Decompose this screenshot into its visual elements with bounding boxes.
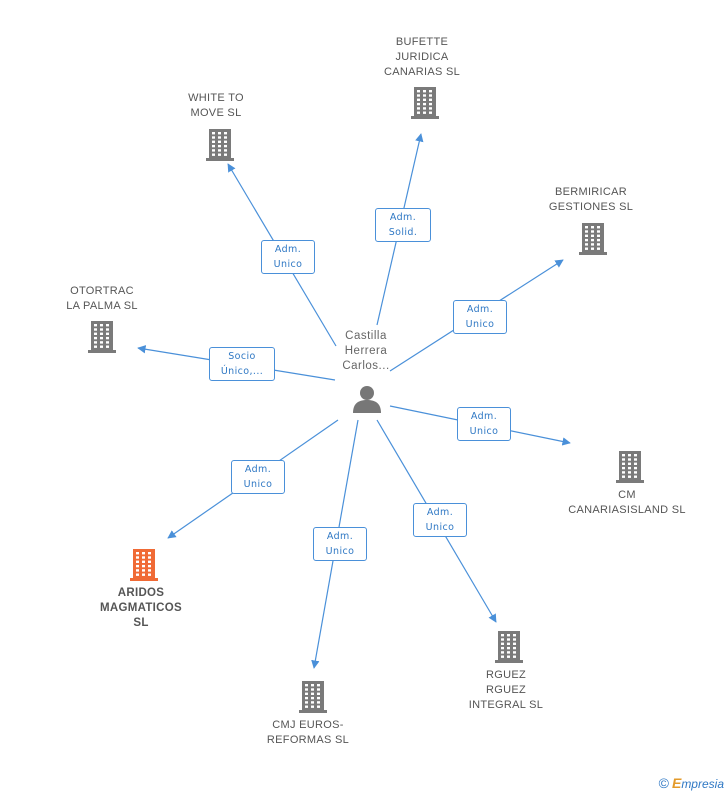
center-person-name[interactable]: Castilla Herrera Carlos... bbox=[342, 330, 390, 372]
building-icon[interactable] bbox=[129, 548, 159, 587]
role-badge-white-to-move: Adm. Unico bbox=[261, 240, 315, 274]
building-icon[interactable] bbox=[615, 450, 645, 489]
company-name-bufette[interactable]: BUFETTE JURIDICA CANARIAS SL bbox=[383, 36, 461, 78]
company-name-white-to-move[interactable]: WHITE TO MOVE SL bbox=[188, 92, 244, 119]
building-icon[interactable] bbox=[205, 128, 235, 167]
brand-name[interactable]: mpresia bbox=[681, 777, 724, 791]
role-badge-rguez: Adm. Unico bbox=[413, 503, 467, 537]
role-badge-cm-canariasisland: Adm. Unico bbox=[457, 407, 511, 441]
company-name-otortrac[interactable]: OTORTRAC LA PALMA SL bbox=[66, 285, 138, 312]
building-icon[interactable] bbox=[494, 630, 524, 669]
role-badge-cmj-euros: Adm. Unico bbox=[313, 527, 367, 561]
company-name-rguez[interactable]: RGUEZ RGUEZ INTEGRAL SL bbox=[468, 669, 544, 711]
copyright-symbol: © bbox=[658, 775, 669, 791]
building-icon[interactable] bbox=[87, 320, 117, 359]
company-name-cm-canariasisland[interactable]: CM CANARIASISLAND SL bbox=[568, 489, 686, 516]
building-icon[interactable] bbox=[578, 222, 608, 261]
role-badge-bermiricar: Adm. Unico bbox=[453, 300, 507, 334]
brand-logo-letter: E bbox=[671, 775, 682, 791]
company-name-bermiricar[interactable]: BERMIRICAR GESTIONES SL bbox=[548, 186, 634, 213]
footer-credit: ©Empresia bbox=[659, 775, 724, 791]
role-badge-aridos: Adm. Unico bbox=[231, 460, 285, 494]
company-name-cmj-euros[interactable]: CMJ EUROS- REFORMAS SL bbox=[266, 719, 350, 746]
role-badge-otortrac: Socio Único,... bbox=[209, 347, 275, 381]
building-icon[interactable] bbox=[410, 86, 440, 125]
building-icon[interactable] bbox=[298, 680, 328, 719]
company-name-aridos[interactable]: ARIDOS MAGMATICOS SL bbox=[99, 587, 182, 629]
person-icon[interactable] bbox=[351, 384, 383, 414]
role-badge-bufette: Adm. Solid. bbox=[375, 208, 431, 242]
